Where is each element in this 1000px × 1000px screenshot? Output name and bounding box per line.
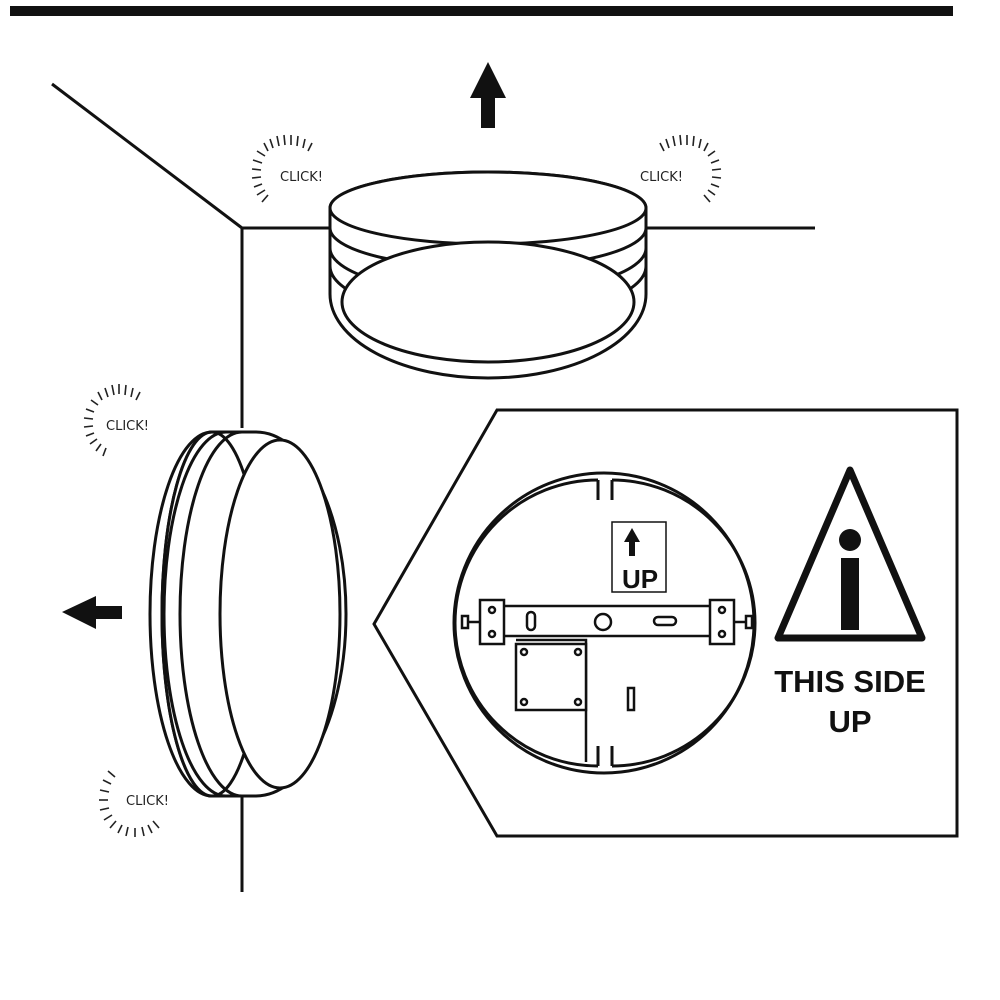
click-label: CLICK! [106,419,149,434]
click-label: CLICK! [280,170,323,185]
click-label: CLICK! [126,794,169,809]
mounting-base [514,638,636,762]
room-corner [51,82,815,892]
top-border-bar [10,6,953,16]
up-label: UP [622,564,658,594]
click-sound-icon [251,134,313,203]
warning-line-1: THIS SIDE [774,664,926,699]
click-label: CLICK! [640,170,683,185]
up-marker [611,521,667,593]
ceiling-light-fixture [328,170,648,380]
click-sound-icon [83,384,141,457]
info-warning-icon [774,466,926,642]
arrow-left-icon [62,596,122,629]
mounting-bracket [460,598,754,646]
click-sound-icon [659,134,722,203]
click-sound-icon [99,770,160,837]
wall-light-fixture [148,430,348,798]
arrow-up-icon [470,62,506,128]
warning-line-2: UP [828,704,871,739]
